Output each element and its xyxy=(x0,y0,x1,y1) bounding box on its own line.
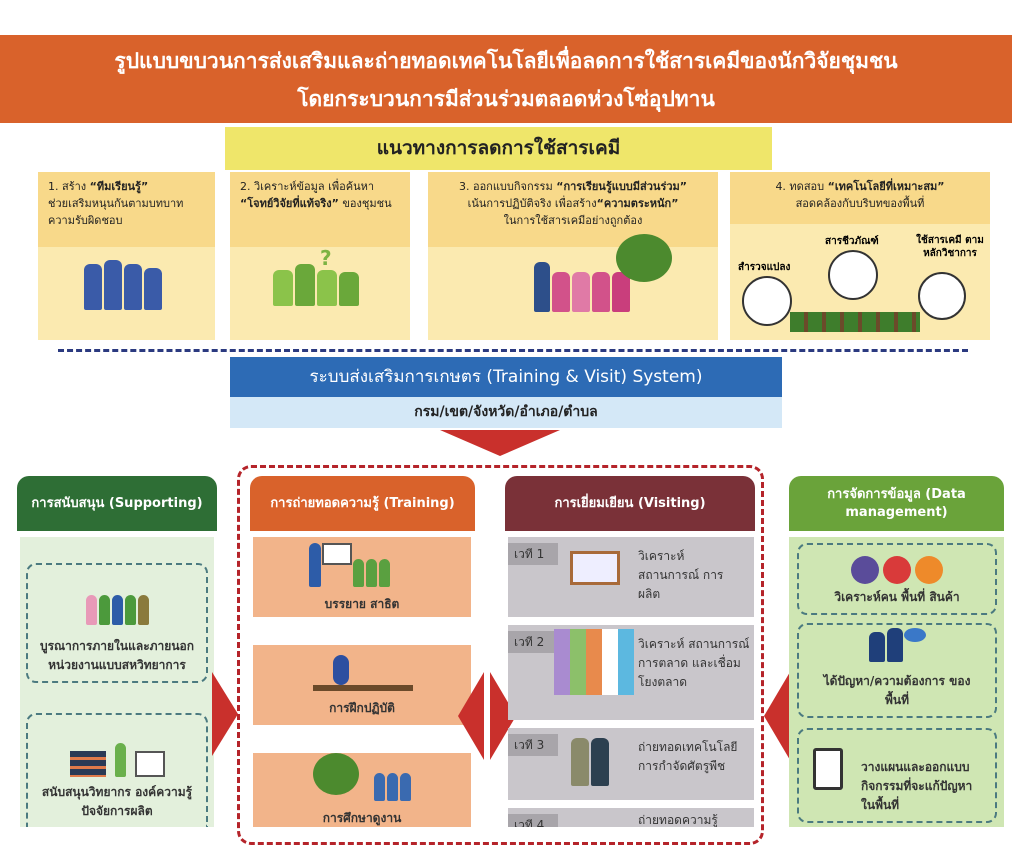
step-3-prefix: 3. ออกแบบกิจกรรม xyxy=(458,180,557,193)
training-header: การถ่ายทอดความรู้ (Training) xyxy=(250,476,475,531)
left-arrow-icon xyxy=(764,672,790,760)
participatory-learning-icon xyxy=(533,262,631,316)
step-4-bold: “เทคโนโลยีที่เหมาะสม” xyxy=(827,180,945,193)
stage-text: วิเคราะห์ สถานการณ์ การตลาด และเชื่อมโยง… xyxy=(638,637,750,689)
data-management-header: การจัดการข้อมูล (Data management) xyxy=(789,476,1004,531)
step-1-rest: ช่วยเสริมหนุนกันตามบทบาท ความรับผิดชอบ xyxy=(48,197,184,227)
supporting-item: บูรณาการภายในและภายนอก หน่วยงานแบบสหวิทย… xyxy=(26,563,208,683)
visiting-item: เวที 2 วิเคราะห์ สถานการณ์ การตลาด และเช… xyxy=(508,625,754,720)
visiting-item: เวที 1 วิเคราะห์ สถานการณ์ การผลิต xyxy=(508,537,754,617)
crop-rows-icon xyxy=(790,312,920,332)
business-canvas-icon xyxy=(554,629,634,695)
step-4-prefix: 4. ทดสอบ xyxy=(775,180,828,193)
training-item: การศึกษาดูงาน xyxy=(253,753,471,827)
field-trip-icon xyxy=(313,753,359,795)
data-management-panel: วิเคราะห์คน พื้นที่ สินค้า ได้ปัญหา/ความ… xyxy=(789,537,1004,827)
stage-text: วิเคราะห์ สถานการณ์ การผลิต xyxy=(638,549,724,601)
step-4-box: 4. ทดสอบ “เทคโนโลยีที่เหมาะสม” สอดคล้องกั… xyxy=(730,172,990,340)
team-people-icon xyxy=(83,260,163,314)
data-item-text: วิเคราะห์คน พื้นที่ สินค้า xyxy=(834,590,960,604)
question-group-icon: ? xyxy=(272,246,360,310)
section-divider xyxy=(58,349,968,352)
step-1-box: 1. สร้าง “ทีมเรียนรู้” ช่วยเสริมหนุนกันตา… xyxy=(38,172,215,340)
lecture-icon xyxy=(308,543,391,590)
main-title-banner: รูปแบบขบวนการส่งเสริมและถ่ายทอดเทคโนโลยี… xyxy=(0,35,1012,123)
label-survey: สำรวจแปลง xyxy=(738,262,791,273)
farmers-icon xyxy=(570,738,610,790)
title-line-2: โดยกระบวนการมีส่วนร่วมตลอดห่วงโซ่อุปทาน xyxy=(297,87,715,111)
down-arrow-icon xyxy=(440,430,560,456)
step-3-mid: เน้นการปฏิบัติจริง เพื่อสร้าง xyxy=(467,197,597,210)
step-1-bold: “ทีมเรียนรู้” xyxy=(89,180,149,193)
label-proper-chemical-use: ใช้สารเคมี ตามหลักวิชาการ xyxy=(916,235,984,259)
step-1-prefix: 1. สร้าง xyxy=(48,180,90,193)
supporting-item-text: บูรณาการภายในและภายนอก หน่วยงานแบบสหวิทย… xyxy=(39,639,194,672)
training-item-text: บรรยาย สาธิต xyxy=(324,597,400,611)
step-2-prefix: 2. วิเคราะห์ข้อมูล เพื่อค้นหา xyxy=(240,180,375,193)
system-banner: ระบบส่งเสริมการเกษตร (Training & Visit) … xyxy=(230,357,782,397)
step-4-rest: สอดคล้องกับบริบทของพื้นที่ xyxy=(795,197,925,210)
left-arrow-icon xyxy=(458,672,484,760)
biopesticide-icon xyxy=(828,250,878,300)
guideline-heading: แนวทางการลดการใช้สารเคมี xyxy=(225,127,772,170)
stage-tag: เวที 4 xyxy=(508,814,558,827)
tree-icon xyxy=(616,234,672,282)
step-3-bold2: “ความตระหนัก” xyxy=(596,197,679,210)
data-item: วิเคราะห์คน พื้นที่ สินค้า xyxy=(797,543,997,615)
books-trainer-icon xyxy=(69,743,165,777)
presentation-board-icon xyxy=(570,551,620,585)
data-item-text: ได้ปัญหา/ความต้องการ ของพื้นที่ xyxy=(823,674,971,707)
label-biopesticide: สารชีวภัณฑ์ xyxy=(825,236,879,247)
staff-group-icon xyxy=(85,595,150,631)
training-item: บรรยาย สาธิต xyxy=(253,537,471,617)
step-3-bold: “การเรียนรู้แบบมีส่วนร่วม” xyxy=(556,180,688,193)
data-item-text: วางแผนและออกแบบ กิจกรรมที่จะแก้ปัญหา ในพ… xyxy=(861,760,973,812)
supporting-item: สนับสนุนวิทยากร องค์ความรู้ ปัจจัยการผลิ… xyxy=(26,713,208,827)
supporting-header: การสนับสนุน (Supporting) xyxy=(17,476,217,531)
supporting-item-text: สนับสนุนวิทยากร องค์ความรู้ ปัจจัยการผลิ… xyxy=(41,785,193,818)
training-item: การฝึกปฏิบัติ xyxy=(253,645,471,725)
visiting-item: เวที 3 ถ่ายทอดเทคโนโลยี การกำจัดศัตรูพืช xyxy=(508,728,754,800)
data-management-title: การจัดการข้อมูล (Data management) xyxy=(827,486,966,520)
title-line-1: รูปแบบขบวนการส่งเสริมและถ่ายทอดเทคโนโลยี… xyxy=(114,49,898,73)
step-2-rest: ของชุมชน xyxy=(338,197,392,210)
practice-planting-icon xyxy=(313,655,413,691)
system-levels: กรม/เขต/จังหวัด/อำเภอ/ตำบล xyxy=(230,397,782,428)
training-item-text: การศึกษาดูงาน xyxy=(322,811,402,825)
training-item-text: การฝึกปฏิบัติ xyxy=(329,701,395,715)
data-item: ได้ปัญหา/ความต้องการ ของพื้นที่ xyxy=(797,623,997,718)
step-2-bold: “โจทย์วิจัยที่แท้จริง” xyxy=(240,197,339,210)
visiting-item: เวที 4 ถ่ายทอดความรู้ xyxy=(508,808,754,827)
data-item: วางแผนและออกแบบ กิจกรรมที่จะแก้ปัญหา ในพ… xyxy=(797,728,997,823)
step-2-box: 2. วิเคราะห์ข้อมูล เพื่อค้นหา “โจทย์วิจั… xyxy=(230,172,410,340)
chemical-checklist-icon xyxy=(918,272,966,320)
stage-tag: เวที 2 xyxy=(508,631,558,653)
stage-text: ถ่ายทอดเทคโนโลยี การกำจัดศัตรูพืช xyxy=(638,740,738,773)
community-needs-icon xyxy=(868,628,926,668)
visiting-header: การเยี่ยมเยียน (Visiting) xyxy=(505,476,755,531)
stage-text: ถ่ายทอดความรู้ xyxy=(638,813,718,827)
people-area-product-icons xyxy=(851,556,943,584)
visitors-icon xyxy=(373,773,412,804)
step-3-rest: ในการใช้สารเคมีอย่างถูกต้อง xyxy=(503,214,643,227)
right-arrow-icon xyxy=(212,672,238,756)
field-survey-icon xyxy=(742,276,792,326)
stage-tag: เวที 1 xyxy=(508,543,558,565)
supporting-panel: บูรณาการภายในและภายนอก หน่วยงานแบบสหวิทย… xyxy=(20,537,214,827)
step-3-box: 3. ออกแบบกิจกรรม “การเรียนรู้แบบมีส่วนร่… xyxy=(428,172,718,340)
tablet-planning-icon xyxy=(813,748,843,790)
stage-tag: เวที 3 xyxy=(508,734,558,756)
